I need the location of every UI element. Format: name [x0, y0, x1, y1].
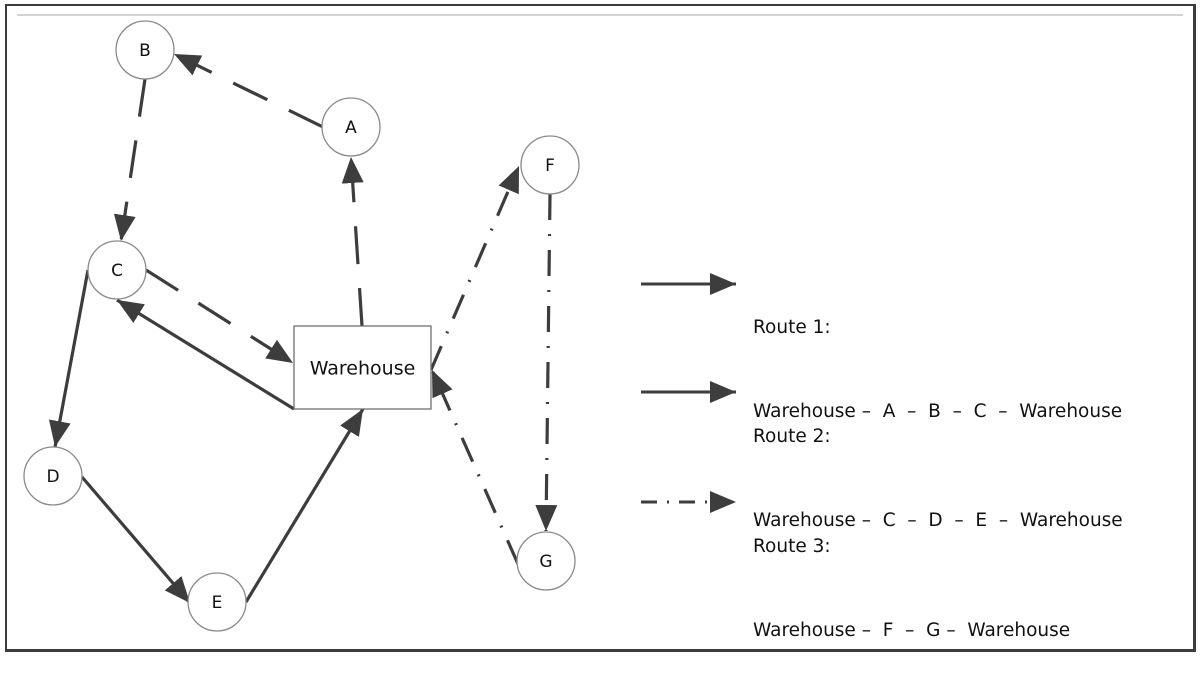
node-circle: [115, 20, 175, 80]
node-g: G: [516, 531, 576, 591]
legend-lines-layer: [641, 273, 736, 513]
header-divider: [17, 14, 1183, 16]
node-c: C: [87, 240, 147, 300]
node-circle: [520, 135, 580, 195]
legend-route-path: Warehouse – F – G – Warehouse: [753, 620, 1071, 641]
edge-route-3-warehouse-to-F: [429, 165, 521, 371]
edge-route-1-C-to-warehouse: [145, 268, 294, 365]
node-circle: [321, 97, 381, 157]
node-circle: [23, 446, 83, 506]
legend-route-title: Route 1:: [753, 317, 831, 338]
warehouse-label: Warehouse: [310, 358, 416, 380]
edge-route-2-D-to-E: [80, 475, 192, 605]
legend-route-title: Route 2:: [753, 426, 831, 447]
diagram-frame: [5, 4, 1196, 652]
warehouse-box: [293, 325, 432, 410]
edge-route-2-E-to-warehouse: [244, 408, 365, 603]
node-f: F: [520, 135, 580, 195]
node-label: B: [139, 41, 151, 61]
legend-item-route-2: Route 2: Warehouse – C – D – E – Warehou…: [753, 367, 1123, 563]
node-b: B: [115, 20, 175, 80]
legend-route-path: Warehouse – C – D – E – Warehouse: [753, 510, 1123, 531]
edge-route-1-A-to-B: [173, 52, 324, 129]
edge-route-2-C-to-D: [48, 269, 90, 448]
legend-route-path: Warehouse – A – B – C – Warehouse: [753, 401, 1123, 422]
nodes-layer: Warehouse A B C D E F G: [23, 20, 580, 632]
node-e: E: [187, 572, 247, 632]
legend-route-title: Route 3:: [753, 536, 831, 557]
edges-layer: [48, 52, 558, 605]
node-label: A: [345, 118, 357, 138]
node-circle: [87, 240, 147, 300]
node-label: E: [212, 593, 223, 613]
legend-item-route-3: Route 3: Warehouse – F – G – Warehouse: [753, 477, 1070, 673]
legend-item-route-1: Route 1: Warehouse – A – B – C – Warehou…: [753, 258, 1122, 454]
node-label: C: [111, 261, 123, 281]
edge-route-3-F-to-G: [535, 193, 558, 532]
node-circle: [187, 572, 247, 632]
edge-route-1-warehouse-to-A: [341, 156, 364, 327]
node-label: F: [545, 156, 555, 176]
node-label: G: [539, 552, 552, 572]
edge-route-1-B-to-C: [113, 78, 147, 242]
node-warehouse: Warehouse: [293, 325, 432, 410]
edge-route-2-warehouse-to-C: [116, 298, 295, 411]
edge-route-3-G-to-warehouse: [430, 369, 520, 565]
route-diagram: Warehouse A B C D E F G: [23, 20, 736, 632]
node-a: A: [321, 97, 381, 157]
node-label: D: [46, 467, 59, 487]
node-d: D: [23, 446, 83, 506]
node-circle: [516, 531, 576, 591]
